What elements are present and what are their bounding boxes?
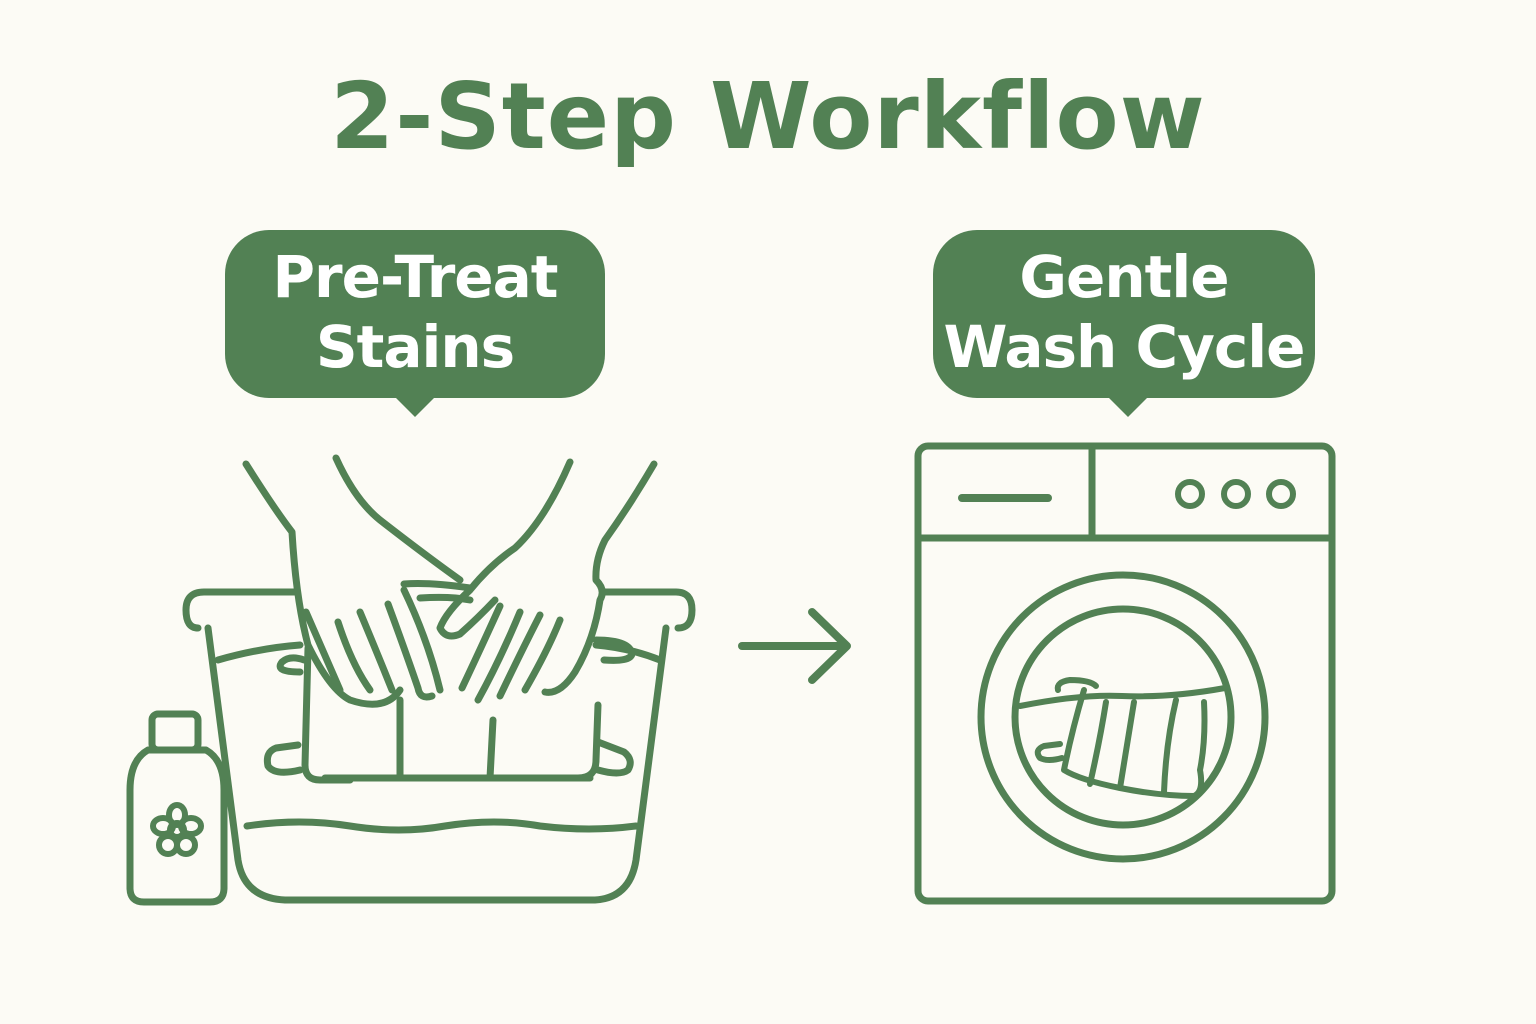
step-1-label-line1: Pre-Treat [272,243,559,311]
step-2-label: Gentle Wash Cycle [933,230,1315,417]
flower-icon [150,802,204,857]
clothes-icon [1017,677,1228,799]
control-knobs-icon [1175,479,1296,509]
step-1-label: Pre-Treat Stains [225,230,605,417]
detergent-bottle-icon [126,710,228,906]
step-1-label-line2: Stains [315,313,515,381]
basin-hands-icon [126,454,696,906]
diagram-title: 2-Step Workflow [330,63,1206,170]
step-2-label-line2: Wash Cycle [943,313,1305,381]
washing-machine-icon [914,442,1336,905]
step-2-label-line1: Gentle [1019,243,1229,311]
arrow-right-icon [738,608,851,684]
